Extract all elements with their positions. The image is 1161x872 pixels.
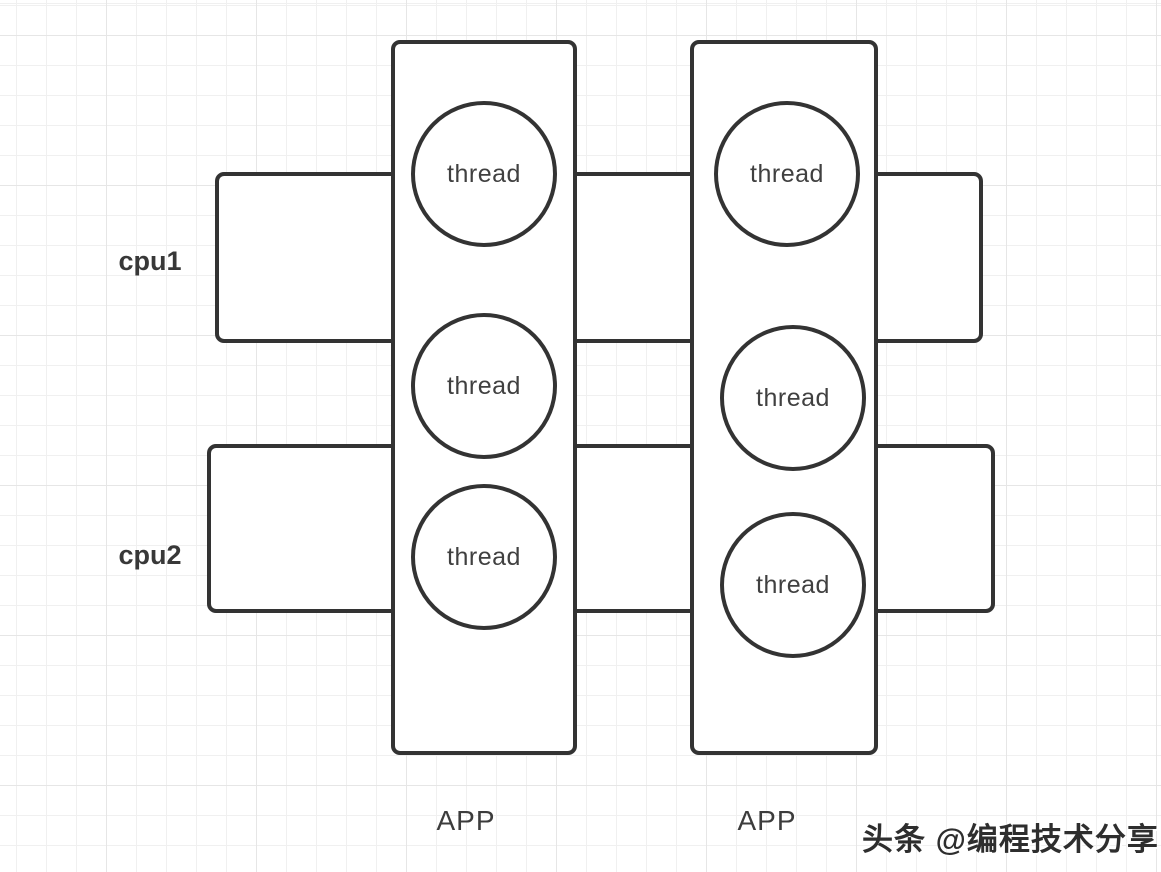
cpu2-label: cpu2 (118, 540, 182, 570)
cpu1-label: cpu1 (118, 246, 182, 276)
app2-thread-circle-3: thread (720, 512, 866, 658)
thread-label: thread (756, 570, 830, 599)
app1-thread-circle-3: thread (411, 484, 557, 630)
thread-label: thread (447, 371, 521, 400)
app1-thread-circle-2: thread (411, 313, 557, 459)
app1-caption: APP (436, 805, 496, 836)
app2-caption: APP (737, 805, 797, 836)
app2-thread-circle-1: thread (714, 101, 860, 247)
thread-label: thread (447, 159, 521, 188)
toutiao-watermark: 头条 @编程技术分享 (862, 822, 1159, 857)
app1-thread-circle-1: thread (411, 101, 557, 247)
thread-label: thread (447, 542, 521, 571)
thread-label: thread (750, 159, 824, 188)
thread-label: thread (756, 383, 830, 412)
app2-thread-circle-2: thread (720, 325, 866, 471)
